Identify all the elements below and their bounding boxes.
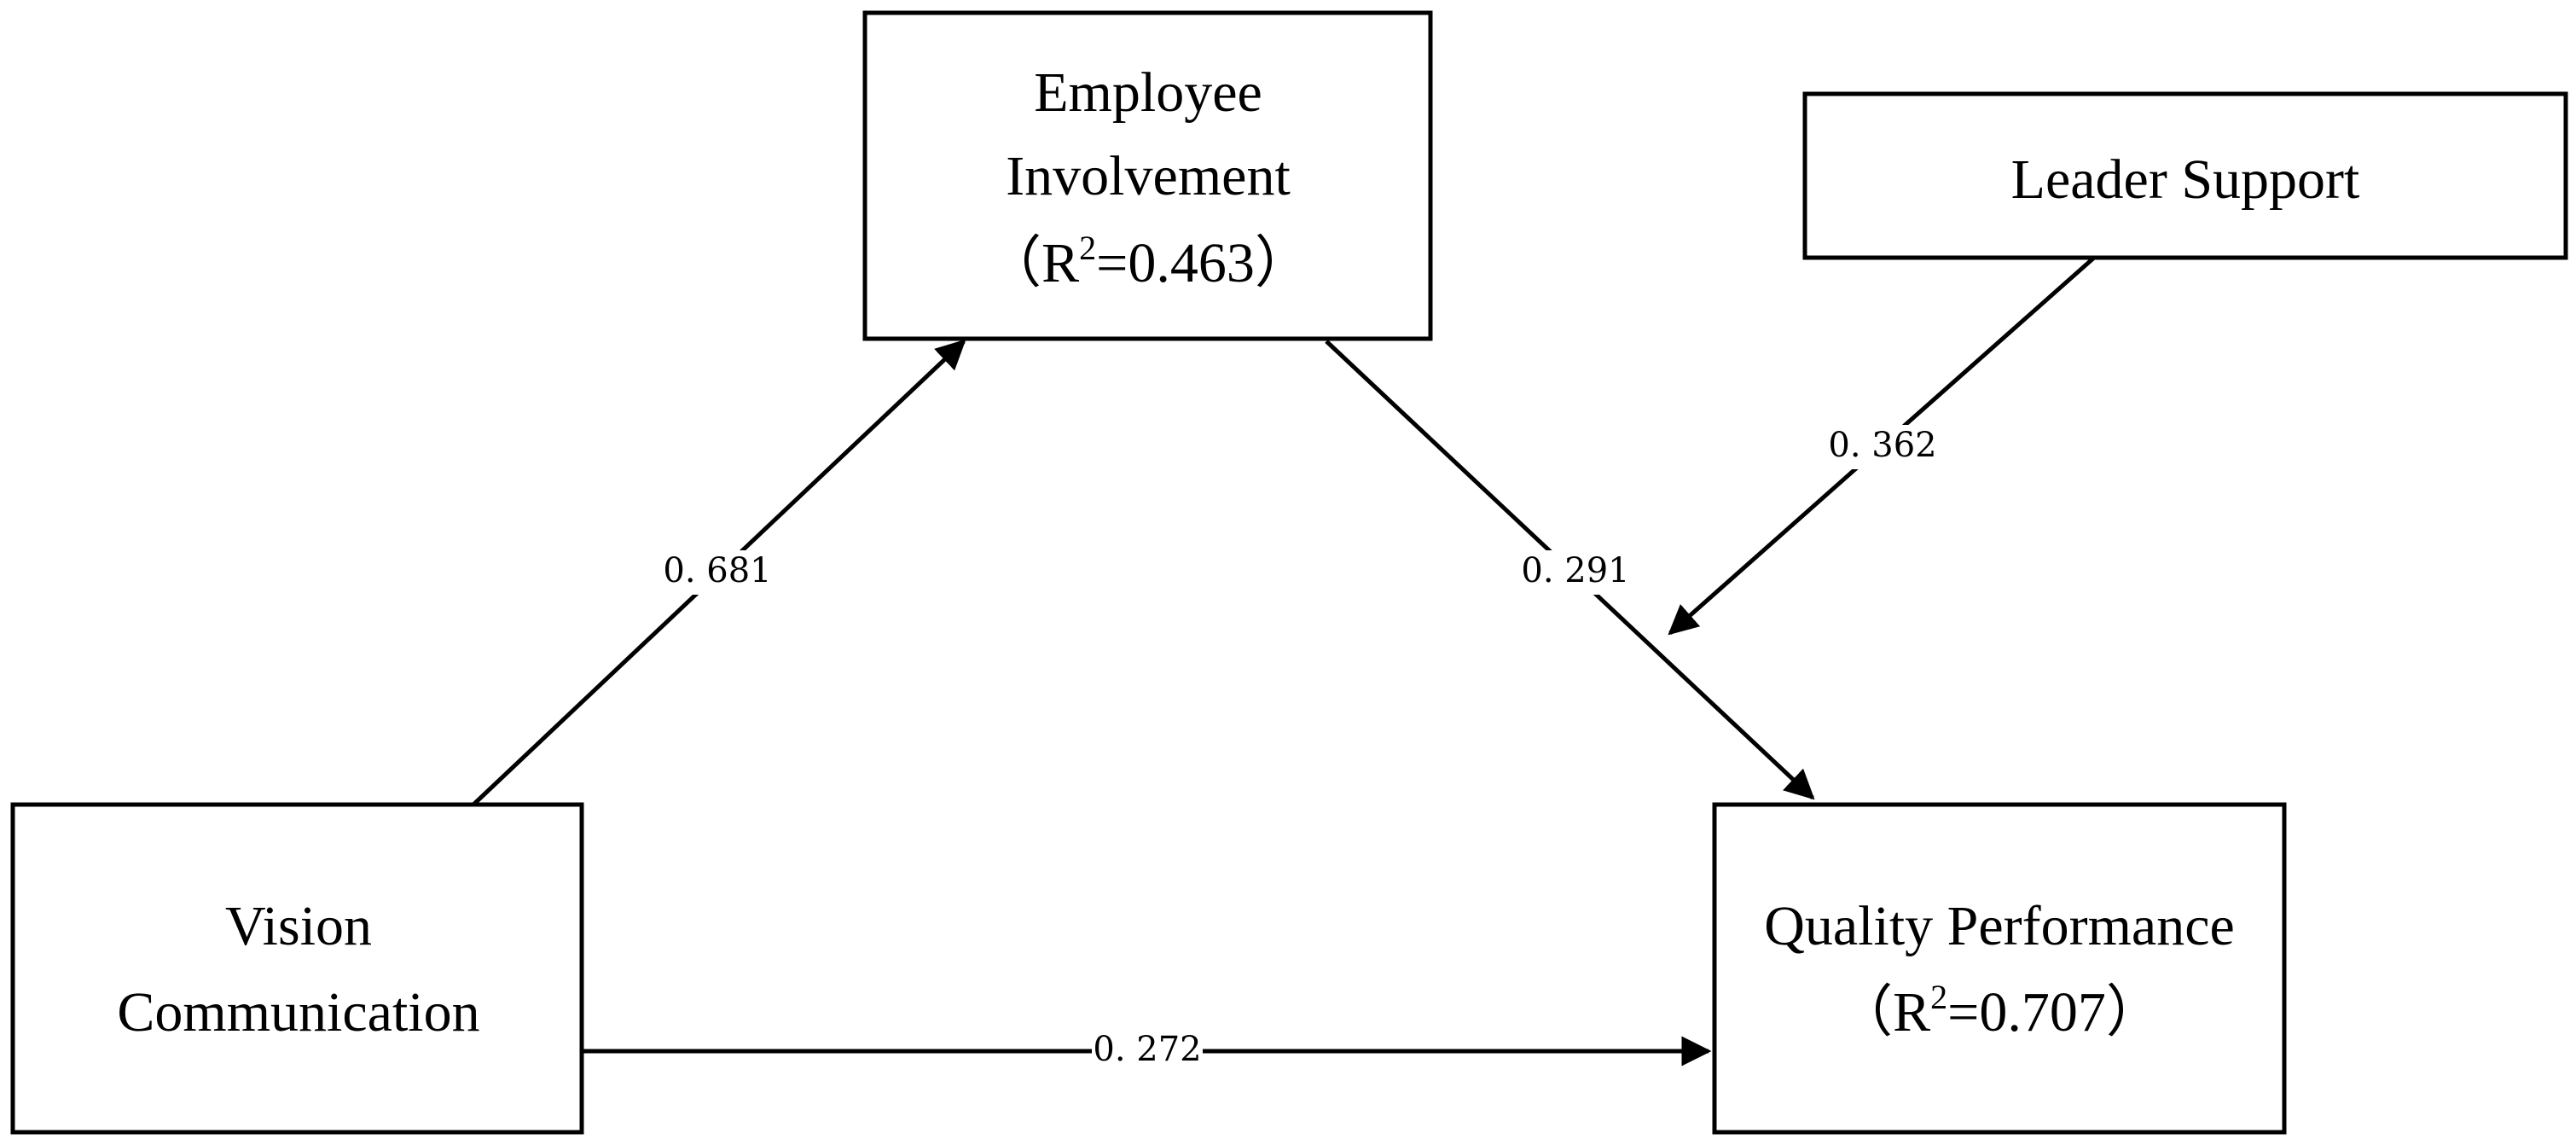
edge-involvement-to-performance: 0. 291: [1325, 340, 1815, 800]
r2-sup: 2: [1079, 229, 1096, 267]
node-box: [10, 802, 584, 1135]
node-employee-involvement: Employee Involvement （R2=0.463）: [862, 10, 1433, 341]
edge-vision-to-performance: 0. 272: [582, 1029, 1712, 1073]
node-leader-support: Leader Support: [1802, 91, 2568, 260]
edge-label-ei-qp: 0. 291: [1521, 551, 1629, 590]
r2-sup: 2: [1930, 978, 1947, 1016]
r2-open: （R: [985, 232, 1079, 294]
node-label-line1: Leader Support: [2011, 148, 2360, 211]
node-box: [862, 10, 1433, 341]
edge-leader-to-performance: 0. 362: [1668, 256, 2096, 636]
node-label-line1: Quality Performance: [1764, 895, 2235, 957]
edge-label-bg: [1520, 550, 1631, 595]
edge-label-ls-qp: 0. 362: [1828, 426, 1936, 465]
edge-label-vc-qp: 0. 272: [1093, 1030, 1201, 1069]
node-r2: （R2=0.707）: [1836, 978, 2162, 1043]
node-vision-communication: Vision Communication: [10, 802, 584, 1135]
node-label-line1: Employee: [1034, 61, 1262, 124]
edge-label-bg: [662, 550, 773, 595]
node-label-line2: Communication: [117, 981, 479, 1043]
r2-value: =0.463）: [1096, 232, 1311, 294]
r2-open: （R: [1836, 981, 1930, 1043]
edge-label-bg: [1827, 425, 1938, 469]
edge-vision-to-involvement: 0. 681: [472, 339, 966, 806]
edge-label-vc-ei: 0. 681: [663, 551, 771, 590]
edge-label-bg: [1092, 1029, 1203, 1073]
node-r2: （R2=0.463）: [985, 229, 1311, 294]
node-label-line2: Involvement: [1006, 145, 1291, 207]
r2-value: =0.707）: [1947, 981, 2162, 1043]
node-label-line1: Vision: [225, 895, 372, 957]
node-quality-performance: Quality Performance （R2=0.707）: [1712, 802, 2287, 1135]
node-box: [1712, 802, 2287, 1135]
node-box: [1802, 91, 2568, 260]
